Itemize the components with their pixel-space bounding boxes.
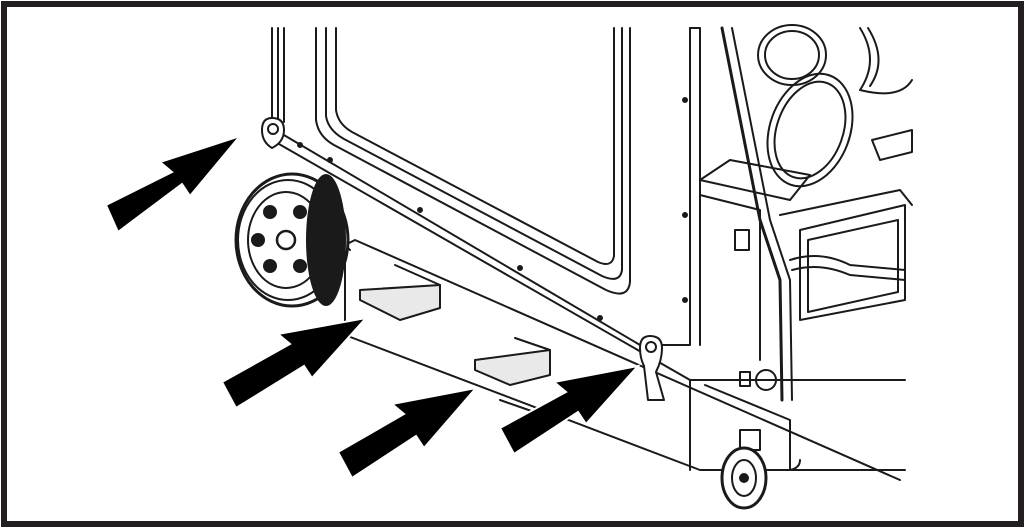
control-box xyxy=(799,204,906,321)
wheel-icon xyxy=(234,172,350,308)
lifting-eye-icon xyxy=(261,117,285,149)
hose-coil-2 xyxy=(757,24,827,86)
lifting-eye-icon xyxy=(639,335,665,401)
arrow-icon xyxy=(498,364,641,456)
arrow-icon xyxy=(220,316,369,410)
door-panel xyxy=(315,27,631,295)
arrow-icon xyxy=(104,133,243,234)
forklift-pocket-left xyxy=(359,284,441,321)
arrow-icon xyxy=(336,386,479,480)
forklift-pocket-right xyxy=(474,349,551,386)
hose-coil-1 xyxy=(766,72,854,188)
base-skid xyxy=(344,244,906,471)
caster-icon xyxy=(720,429,801,510)
valve xyxy=(734,229,750,251)
door-window xyxy=(335,27,615,265)
side-pipe xyxy=(720,26,784,402)
